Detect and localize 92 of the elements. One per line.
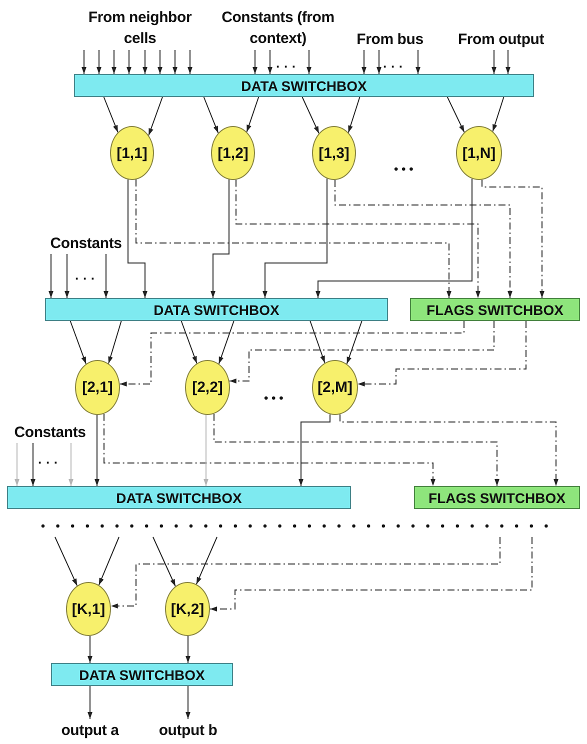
arrow bbox=[88, 635, 92, 664]
arrow bbox=[348, 96, 360, 134]
cell-circle: [2,1] bbox=[75, 360, 120, 415]
arrow bbox=[268, 50, 272, 74]
arrow bbox=[98, 536, 120, 586]
ellipsis-text: · · · bbox=[38, 456, 58, 470]
arrow bbox=[188, 50, 192, 74]
arrow bbox=[180, 320, 198, 364]
data-switchbox: DATA SWITCHBOX bbox=[51, 663, 233, 686]
arrow bbox=[112, 50, 116, 74]
caption-text: Constants bbox=[42, 232, 130, 254]
arrow bbox=[68, 442, 74, 486]
arrow bbox=[30, 442, 36, 486]
dash-dot-arrow bbox=[136, 179, 452, 298]
arrow bbox=[218, 320, 234, 364]
dash-dot-arrow bbox=[236, 179, 480, 298]
arrow bbox=[416, 50, 420, 74]
ellipsis-text: · · · bbox=[383, 60, 404, 74]
cell-circle: [1,2] bbox=[211, 126, 255, 180]
flags-switchbox: FLAGS SWITCHBOX bbox=[414, 486, 580, 509]
arrow bbox=[126, 50, 132, 74]
arrow bbox=[152, 536, 176, 587]
cell-circle: [2,M] bbox=[312, 360, 358, 415]
arrow bbox=[103, 96, 118, 133]
caption-text: output b bbox=[148, 719, 228, 741]
arrow bbox=[82, 50, 86, 74]
ellipsis-text: · · · bbox=[75, 272, 96, 286]
dash-dot-arrow bbox=[214, 413, 500, 486]
arrow bbox=[148, 96, 163, 136]
arrow bbox=[204, 414, 208, 486]
dash-dot-arrow bbox=[110, 536, 500, 608]
cell-circle: [1,N] bbox=[456, 126, 502, 180]
arrow bbox=[310, 320, 326, 364]
arrow bbox=[54, 536, 78, 586]
ellipsis-text: • • • bbox=[264, 391, 284, 405]
arrow bbox=[298, 414, 330, 486]
cell-circle: [K,1] bbox=[66, 582, 111, 636]
data-switchbox: DATA SWITCHBOX bbox=[7, 486, 351, 509]
arrow bbox=[158, 50, 162, 74]
arrow bbox=[376, 50, 382, 74]
arrow bbox=[94, 414, 100, 486]
arrow bbox=[346, 320, 362, 364]
arrow bbox=[88, 686, 92, 720]
ellipsis-text: • • • bbox=[394, 162, 414, 176]
arrow bbox=[262, 178, 328, 298]
caption-text: From output bbox=[448, 28, 554, 50]
arrow bbox=[48, 254, 54, 298]
arrow bbox=[492, 50, 496, 74]
cell-circle: [2,2] bbox=[185, 360, 230, 415]
arrow bbox=[302, 96, 320, 134]
arrow bbox=[506, 50, 510, 74]
cell-circle: [1,1] bbox=[110, 126, 154, 180]
data-switchbox: DATA SWITCHBOX bbox=[74, 74, 534, 97]
arrow bbox=[492, 96, 504, 132]
dash-dot-arrow bbox=[357, 320, 526, 386]
flags-switchbox: FLAGS SWITCHBOX bbox=[410, 298, 580, 321]
dash-dot-arrow bbox=[340, 414, 558, 486]
arrow bbox=[14, 442, 20, 486]
dash-dot-arrow bbox=[482, 179, 544, 298]
arrow bbox=[108, 320, 122, 364]
dash-dot-arrow bbox=[228, 320, 494, 384]
caption-text: Constants bbox=[6, 421, 94, 443]
arrow bbox=[70, 320, 87, 364]
cell-circle: [1,3] bbox=[312, 126, 356, 180]
caption-text: output a bbox=[50, 719, 130, 741]
arrow bbox=[128, 179, 148, 298]
caption-text: Constants (from context) bbox=[218, 6, 338, 50]
arrow bbox=[203, 96, 219, 134]
cell-circle: [K,2] bbox=[165, 582, 210, 636]
arrow bbox=[252, 50, 258, 74]
arrow bbox=[186, 636, 190, 664]
arrow bbox=[362, 50, 366, 74]
ellipsis-text: · · · bbox=[276, 60, 296, 74]
arrow bbox=[142, 50, 148, 74]
dash-dot-arrow bbox=[104, 413, 436, 486]
data-switchbox: DATA SWITCHBOX bbox=[45, 298, 388, 321]
arrow bbox=[104, 254, 108, 298]
arrow bbox=[306, 50, 312, 74]
arrow bbox=[246, 96, 260, 132]
dash-dot-arrow bbox=[119, 320, 464, 386]
arrow bbox=[446, 96, 465, 133]
arrow bbox=[210, 179, 230, 298]
arrow bbox=[196, 536, 218, 585]
dash-dot-arrow bbox=[334, 179, 512, 298]
arrow bbox=[316, 178, 472, 298]
dash-dot-arrow bbox=[210, 536, 532, 612]
arrow bbox=[96, 50, 102, 74]
caption-text: From neighbor cells bbox=[80, 6, 200, 50]
arrow bbox=[186, 686, 190, 720]
arrow bbox=[64, 254, 70, 298]
caption-text: From bus bbox=[348, 28, 432, 50]
arrow bbox=[172, 50, 178, 74]
